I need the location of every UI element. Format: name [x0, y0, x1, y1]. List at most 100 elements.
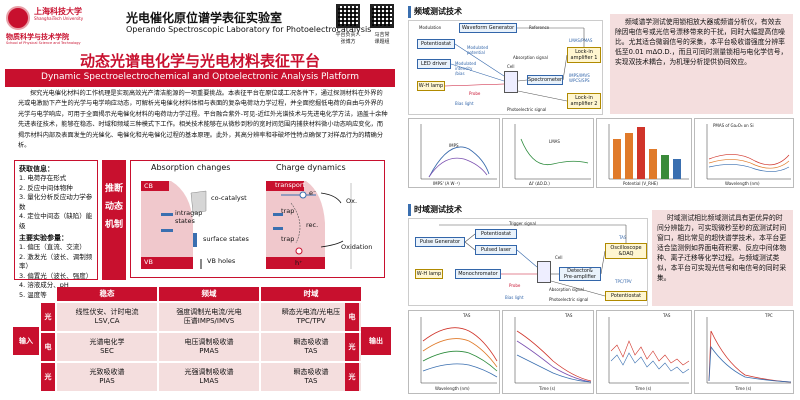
- lab-title-en: Operando Spectroscopic Laboratory for Ph…: [126, 25, 372, 34]
- output-label: 输出: [361, 327, 391, 355]
- params-title: 主要实验参量：: [19, 234, 68, 242]
- ox-arrow-2: [320, 240, 344, 248]
- intragap-label: intragap states: [175, 209, 203, 225]
- tas-curve: [422, 327, 498, 362]
- probe-label: Probe: [469, 91, 481, 96]
- bias-light-label: Bias light: [455, 101, 474, 106]
- tas-decay: [516, 354, 592, 383]
- cell-tas: 瞬态吸收谱 TAS: [261, 333, 361, 361]
- cb-label: CB: [144, 182, 153, 190]
- vb-holes-label: VB holes: [207, 257, 236, 265]
- cell-label: Cell: [507, 64, 515, 69]
- college-name-en: School of Physical Science and Technolog…: [6, 41, 81, 45]
- tas-decay: [516, 330, 592, 382]
- plot-tpc-xlabel: Time (s): [735, 386, 752, 391]
- tas-label: TAS: [619, 235, 627, 240]
- row-left-label: 光: [41, 363, 55, 391]
- plot-lmas-svg: [514, 124, 591, 180]
- cell-pias: 光致吸收谱 PIAS: [57, 363, 157, 391]
- vb-band: [141, 257, 193, 269]
- time-section-title: 时域测试技术: [414, 205, 462, 214]
- trap-state: [273, 213, 283, 216]
- cell-shape: [504, 71, 518, 93]
- reference-label: Reference: [529, 25, 550, 30]
- freq-section-title: 频域测试技术: [414, 7, 462, 16]
- get-item: 4. 定位中间态（缺陷）能级: [19, 212, 93, 230]
- lab-title: 光电催化原位谱学表征实验室: [126, 11, 283, 25]
- bar: [649, 149, 657, 179]
- cell-sec: 光谱电化学 SEC: [57, 333, 157, 361]
- mechanism-label: 推断 动态 机制: [102, 160, 126, 280]
- trap-label-1: trap: [281, 207, 295, 215]
- qr-caption-2: 马吉常 课题组: [374, 32, 390, 45]
- probe-label-time: Probe: [509, 283, 521, 288]
- mech-char: 断: [114, 184, 124, 194]
- plot-tas-2-xlabel: Time (s): [539, 386, 556, 391]
- co-catalyst-shape: [190, 190, 207, 214]
- vb-band-right: [266, 257, 325, 269]
- lmas-curve: [520, 138, 589, 166]
- spectrometer-block: Spectrometer: [527, 75, 563, 85]
- lockin-2-block: Lock-in amplifier 2: [567, 93, 601, 109]
- qr-code-2[interactable]: [370, 4, 394, 28]
- cb-band-right: [266, 181, 304, 191]
- modulation-label: Modulation: [419, 25, 442, 30]
- plot-tas-1-svg: [420, 317, 498, 384]
- time-setup-diagram: Trigger signal Pulse Generator Potentios…: [408, 218, 648, 306]
- tas-curve: [422, 363, 498, 378]
- band-bg-left: [141, 181, 193, 269]
- freq-connectors: [444, 27, 585, 102]
- intragap-state: [161, 213, 173, 216]
- surface-states-label: surface states: [203, 235, 249, 243]
- tpc-curve: [708, 330, 792, 383]
- oxidation-label: Oxidation: [341, 243, 373, 251]
- plot-imps-title: IMPS: [449, 143, 459, 148]
- tpc-curve: [708, 345, 792, 383]
- plot-imps-svg: [420, 124, 497, 180]
- bar: [613, 139, 621, 179]
- freq-description: 频域谱学测试使用锁相放大器或频谱分析仪，有效去除因电信号或光信号漂移带来的干扰，…: [610, 14, 793, 114]
- row-right-label: 电: [345, 303, 359, 331]
- trap-label-2: trap: [281, 235, 295, 243]
- mechanism-diagram: Absorption changes Charge dynamics CB VB…: [130, 160, 385, 278]
- potentiostat-2-block: Potentiostat: [605, 291, 647, 301]
- pmas-curve: [708, 154, 790, 166]
- wh-lamp-block-time: W-H lamp: [415, 269, 443, 279]
- pmas-curve: [708, 164, 790, 172]
- tas-curve: [422, 338, 498, 368]
- qr-code-1[interactable]: [336, 4, 360, 28]
- tas-noisy: [610, 352, 690, 374]
- mech-char: 制: [114, 220, 124, 230]
- plot-tas-1-title: TAS: [463, 313, 471, 318]
- qr-caption-1: 平台负责人 张博方: [335, 32, 361, 45]
- conn-line: [450, 63, 505, 82]
- tas-decay: [516, 340, 592, 383]
- row-left-label: 光: [41, 303, 55, 331]
- plot-tas-3-title: TAS: [663, 313, 671, 318]
- detector-block: Detector& Pre-amplifier: [559, 267, 601, 281]
- mech-char: 态: [114, 202, 124, 212]
- main-title: 动态光谱电化学与光电材料表征平台: [79, 52, 320, 70]
- bar: [625, 133, 633, 179]
- waveform-generator-block: Waveform Generator: [459, 23, 517, 33]
- imps-curve: [428, 157, 488, 178]
- plot-tas-3: TAS Time (s): [596, 310, 692, 394]
- modulated-intensity-label: Modulated intensity /bias: [455, 61, 477, 76]
- absorption-signal-label: Absorption signal: [513, 55, 548, 60]
- photoelectric-signal-label: Photoelectric signal: [507, 107, 547, 112]
- university-logo: [6, 6, 30, 30]
- plot-tpc: TPC Time (s): [694, 310, 794, 394]
- plot-tas-3-xlabel: Time (s): [635, 386, 652, 391]
- title-band: [5, 69, 395, 87]
- co-catalyst-label: co-catalyst: [211, 194, 247, 202]
- cell-tpc: 瞬态光电流/光电压 TPC/TPV: [261, 303, 361, 331]
- conn-line: [600, 250, 606, 275]
- cell-imps: 强度调制光电流/光电 压谱IMPS/IMVS: [159, 303, 259, 331]
- plot-tas-1: TAS Wavelength (nm): [408, 310, 500, 394]
- row-right-label: 光: [345, 333, 359, 361]
- plot-pmas: PMAS of Ga₂O₃ on Si Wavelength (nm): [694, 118, 794, 188]
- freq-section-bar: [408, 6, 411, 18]
- main-title-en: Dynamic Spectroelectrochemical and Optoe…: [41, 72, 359, 82]
- pulse-generator-block: Pulse Generator: [415, 237, 465, 247]
- trigger-label: Trigger signal: [509, 221, 536, 226]
